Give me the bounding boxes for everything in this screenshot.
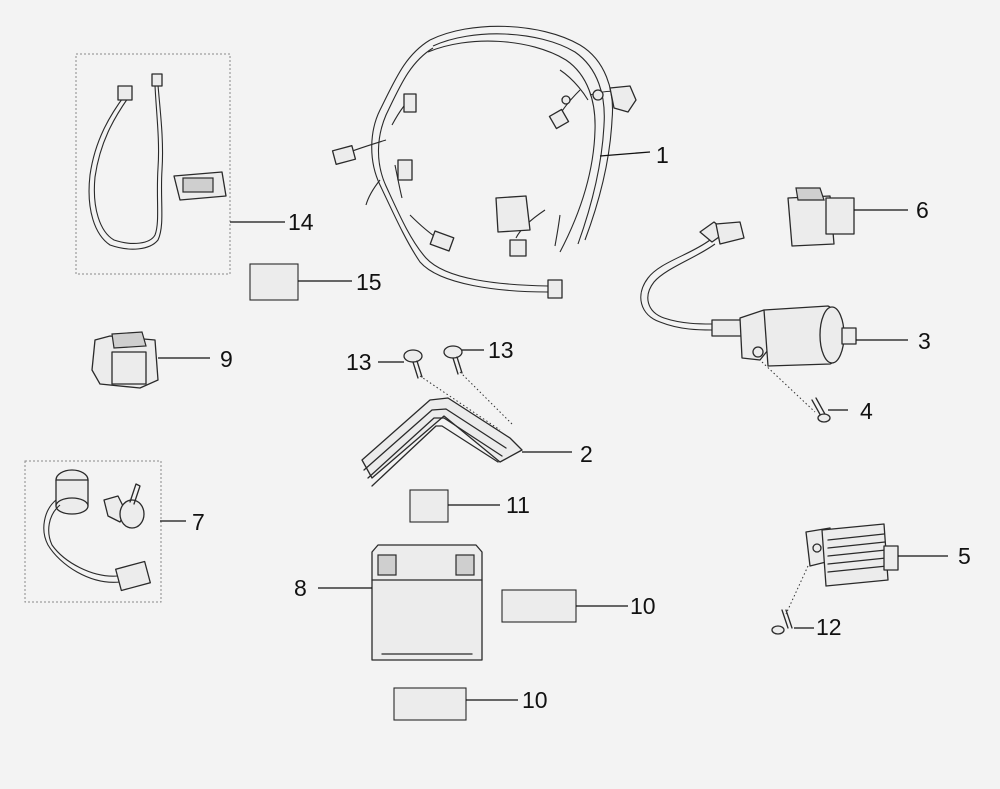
label-sticker-11[interactable] xyxy=(409,489,500,523)
callout-14: 14 xyxy=(288,209,314,235)
callout-10-top: 10 xyxy=(630,593,656,619)
callout-15: 15 xyxy=(356,269,382,295)
ignition-switch-with-keys[interactable] xyxy=(24,460,186,603)
callout-4: 4 xyxy=(860,398,873,424)
label-sticker-10-bottom[interactable] xyxy=(393,687,518,721)
callout-13-right: 13 xyxy=(488,337,514,363)
screw-13-left[interactable] xyxy=(378,349,423,379)
bolt-12[interactable] xyxy=(771,565,814,635)
battery-bracket[interactable] xyxy=(361,397,572,487)
connector-coupler[interactable] xyxy=(787,187,908,247)
callout-5: 5 xyxy=(958,543,971,569)
sensor-cable-with-display[interactable] xyxy=(75,53,285,275)
callout-7: 7 xyxy=(192,509,205,535)
regulator-rectifier[interactable] xyxy=(805,523,948,587)
ignition-coil[interactable] xyxy=(640,221,908,367)
callout-6: 6 xyxy=(916,197,929,223)
relay-flasher[interactable] xyxy=(91,331,210,389)
callout-9: 9 xyxy=(220,346,233,372)
callout-1: 1 xyxy=(656,142,669,168)
wiring-harness[interactable] xyxy=(331,25,651,299)
bolt-4[interactable] xyxy=(761,361,848,423)
label-sticker-15[interactable] xyxy=(249,263,352,301)
callout-10-bottom: 10 xyxy=(522,687,548,713)
screw-13-right[interactable] xyxy=(443,345,484,375)
callout-3: 3 xyxy=(918,328,931,354)
battery[interactable] xyxy=(318,544,483,661)
callout-11: 11 xyxy=(506,492,530,518)
callout-12: 12 xyxy=(816,614,842,640)
callout-8: 8 xyxy=(294,575,307,601)
label-sticker-10-top[interactable] xyxy=(501,589,628,623)
callout-2: 2 xyxy=(580,441,593,467)
callout-13-left: 13 xyxy=(346,349,372,375)
